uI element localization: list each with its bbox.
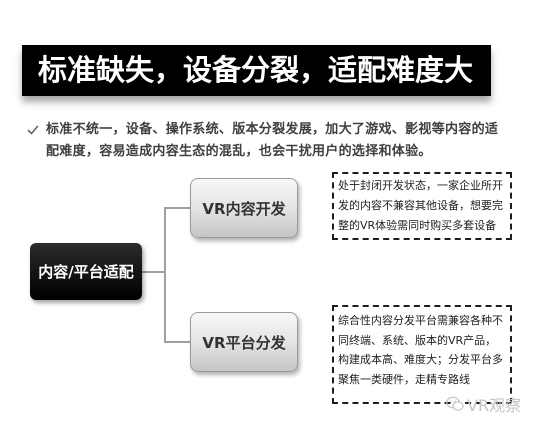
note-line: 整的VR体验需同时购买多套设备: [338, 219, 497, 232]
bullet-line: 配难度，容易造成内容生态的混乱，也会干扰用户的选择和体验。: [46, 144, 432, 159]
bullet-point: 标准不统一，设备、操作系统、版本分裂发展，加大了游戏、影视等内容的适 配难度，容…: [46, 119, 498, 163]
branch-node-content-dev: VR内容开发: [190, 178, 298, 238]
note-line: 综合性内容分发平台需兼容各种不: [338, 314, 503, 327]
note-box-platform-distribution: 综合性内容分发平台需兼容各种不 同终端、系统、版本的VR产品， 构建成本高、难度…: [332, 305, 512, 404]
root-node: 内容/平台适配: [30, 243, 142, 300]
note-line: 同终端、系统、版本的VR产品，: [338, 333, 497, 347]
watermark-text: VR观察: [467, 396, 522, 415]
branch-node-label: VR平台分发: [202, 333, 286, 352]
branch-node-platform-distribution: VR平台分发: [190, 312, 298, 372]
root-node-label: 内容/平台适配: [38, 263, 134, 281]
check-icon: [27, 125, 39, 135]
wechat-icon: [446, 396, 464, 411]
note-line: 处于封闭开发状态，一家企业所开: [338, 179, 503, 192]
title-bar: 标准缺失，设备分裂，适配难度大: [22, 45, 491, 96]
bullet-line: 标准不统一，设备、操作系统、版本分裂发展，加大了游戏、影视等内容的适: [46, 122, 499, 137]
branch-node-label: VR内容开发: [202, 199, 286, 218]
slide-title: 标准缺失，设备分裂，适配难度大: [38, 53, 474, 87]
note-box-content-dev: 处于封闭开发状态，一家企业所开 发的内容不兼容其他设备，想要完 整的VR体验需同…: [332, 172, 512, 240]
note-line: 构建成本高、难度大；分发平台多: [338, 353, 503, 366]
watermark: VR观察: [446, 392, 521, 416]
note-line: 发的内容不兼容其他设备，想要完: [338, 199, 503, 212]
note-line: 聚焦一类硬件，走精专路线: [338, 372, 470, 386]
